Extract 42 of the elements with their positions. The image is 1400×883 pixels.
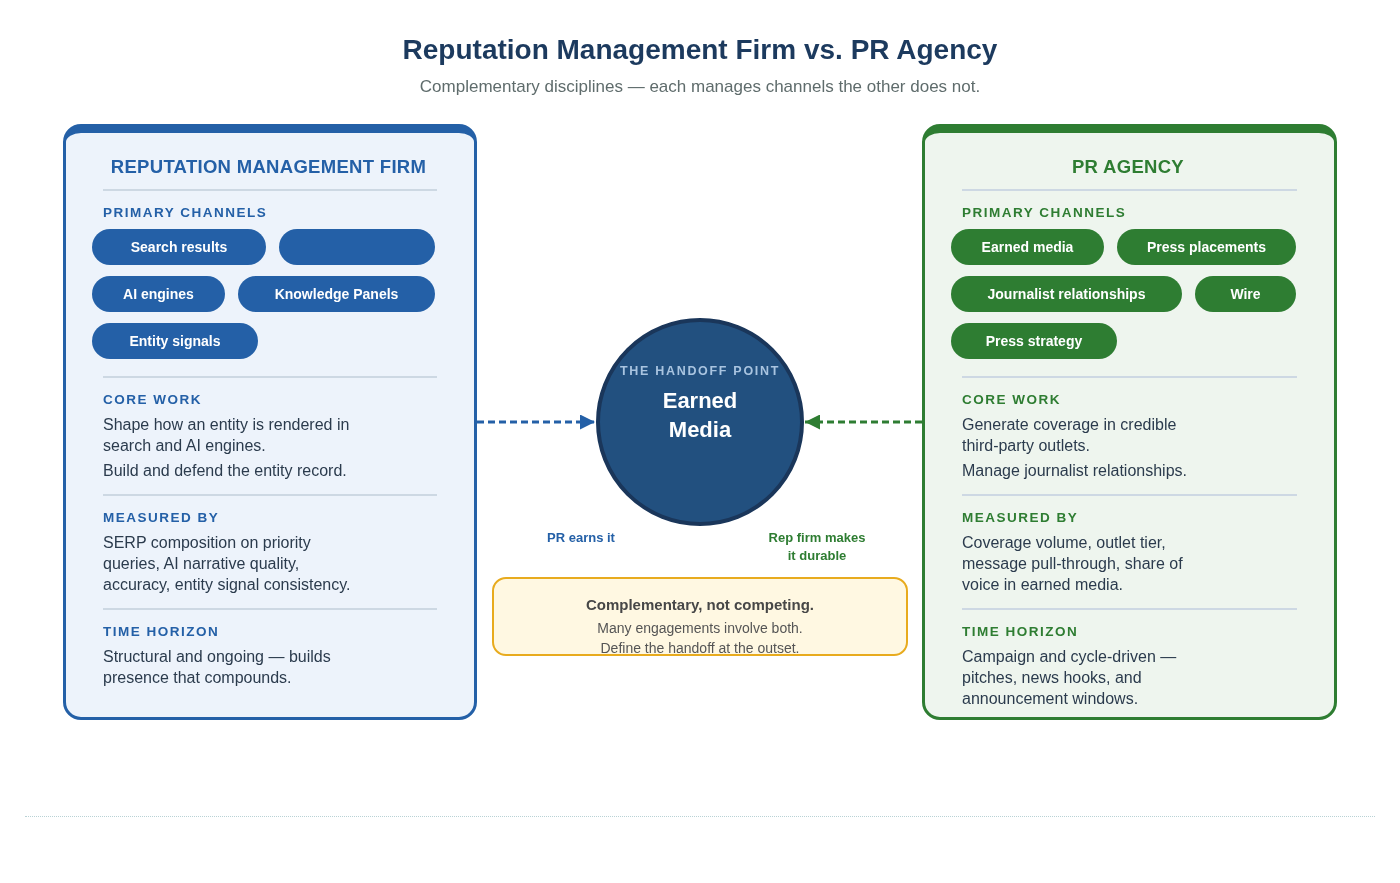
circle-kicker: THE HANDOFF POINT (619, 363, 781, 379)
channel-pill: AI engines (92, 276, 225, 312)
dashed-arrow (477, 414, 595, 430)
body-text: Campaign and cycle-driven — pitches, news hooks, and announcement windows. (962, 647, 1178, 709)
channel-pill: Earned media (951, 229, 1104, 265)
section-heading: CORE WORK (962, 392, 1061, 408)
panel-title: REPUTATION MANAGEMENT FIRM (110, 155, 427, 179)
body-text: Build and defend the entity record. (103, 461, 347, 481)
channel-pill: Search results (92, 229, 266, 265)
blank-pill (279, 229, 435, 265)
body-text: Shape how an entity is rendered in search and AI engines. (103, 415, 351, 456)
panel-card (63, 124, 477, 720)
body-text: Generate coverage in credible third-party outlets. (962, 415, 1178, 456)
side-label: Rep firm makes it durable (767, 529, 867, 565)
note-text: Define the handoff at the outset. (600, 639, 800, 658)
diagram-subtitle: Complementary disciplines — each manages channels the other does not. (419, 76, 981, 98)
section-heading: TIME HORIZON (103, 624, 220, 640)
section-heading: PRIMARY CHANNELS (962, 205, 1127, 221)
panel-title: PR AGENCY (1072, 155, 1184, 179)
note-title: Complementary, not competing. (585, 595, 815, 615)
diagram-title: Reputation Management Firm vs. PR Agency (402, 33, 998, 67)
section-heading: MEASURED BY (962, 510, 1079, 526)
channel-pill: Journalist relationships (951, 276, 1182, 312)
dashed-arrow (805, 414, 922, 430)
body-text: Coverage volume, outlet tier, message pull-through, share of voice in earned media. (962, 533, 1184, 595)
section-heading: CORE WORK (103, 392, 202, 408)
channel-pill: Press placements (1117, 229, 1296, 265)
channel-pill: Knowledge Panels (238, 276, 435, 312)
side-label: PR earns it (547, 529, 615, 547)
channel-pill: Press strategy (951, 323, 1117, 359)
circle-title: Earned Media (661, 387, 739, 444)
body-text: SERP composition on priority queries, AI narrative quality, accuracy, entity signal consistency. (103, 533, 352, 595)
section-heading: PRIMARY CHANNELS (103, 205, 268, 221)
note-text: Many engagements involve both. (597, 619, 803, 638)
body-text: Manage journalist relationships. (962, 461, 1187, 481)
section-heading: TIME HORIZON (962, 624, 1079, 640)
body-text: Structural and ongoing — builds presence that compounds. (103, 647, 332, 688)
note-box (492, 577, 908, 656)
channel-pill: Entity signals (92, 323, 258, 359)
panel-card (922, 124, 1337, 720)
section-heading: MEASURED BY (103, 510, 220, 526)
channel-pill: Wire (1195, 276, 1296, 312)
